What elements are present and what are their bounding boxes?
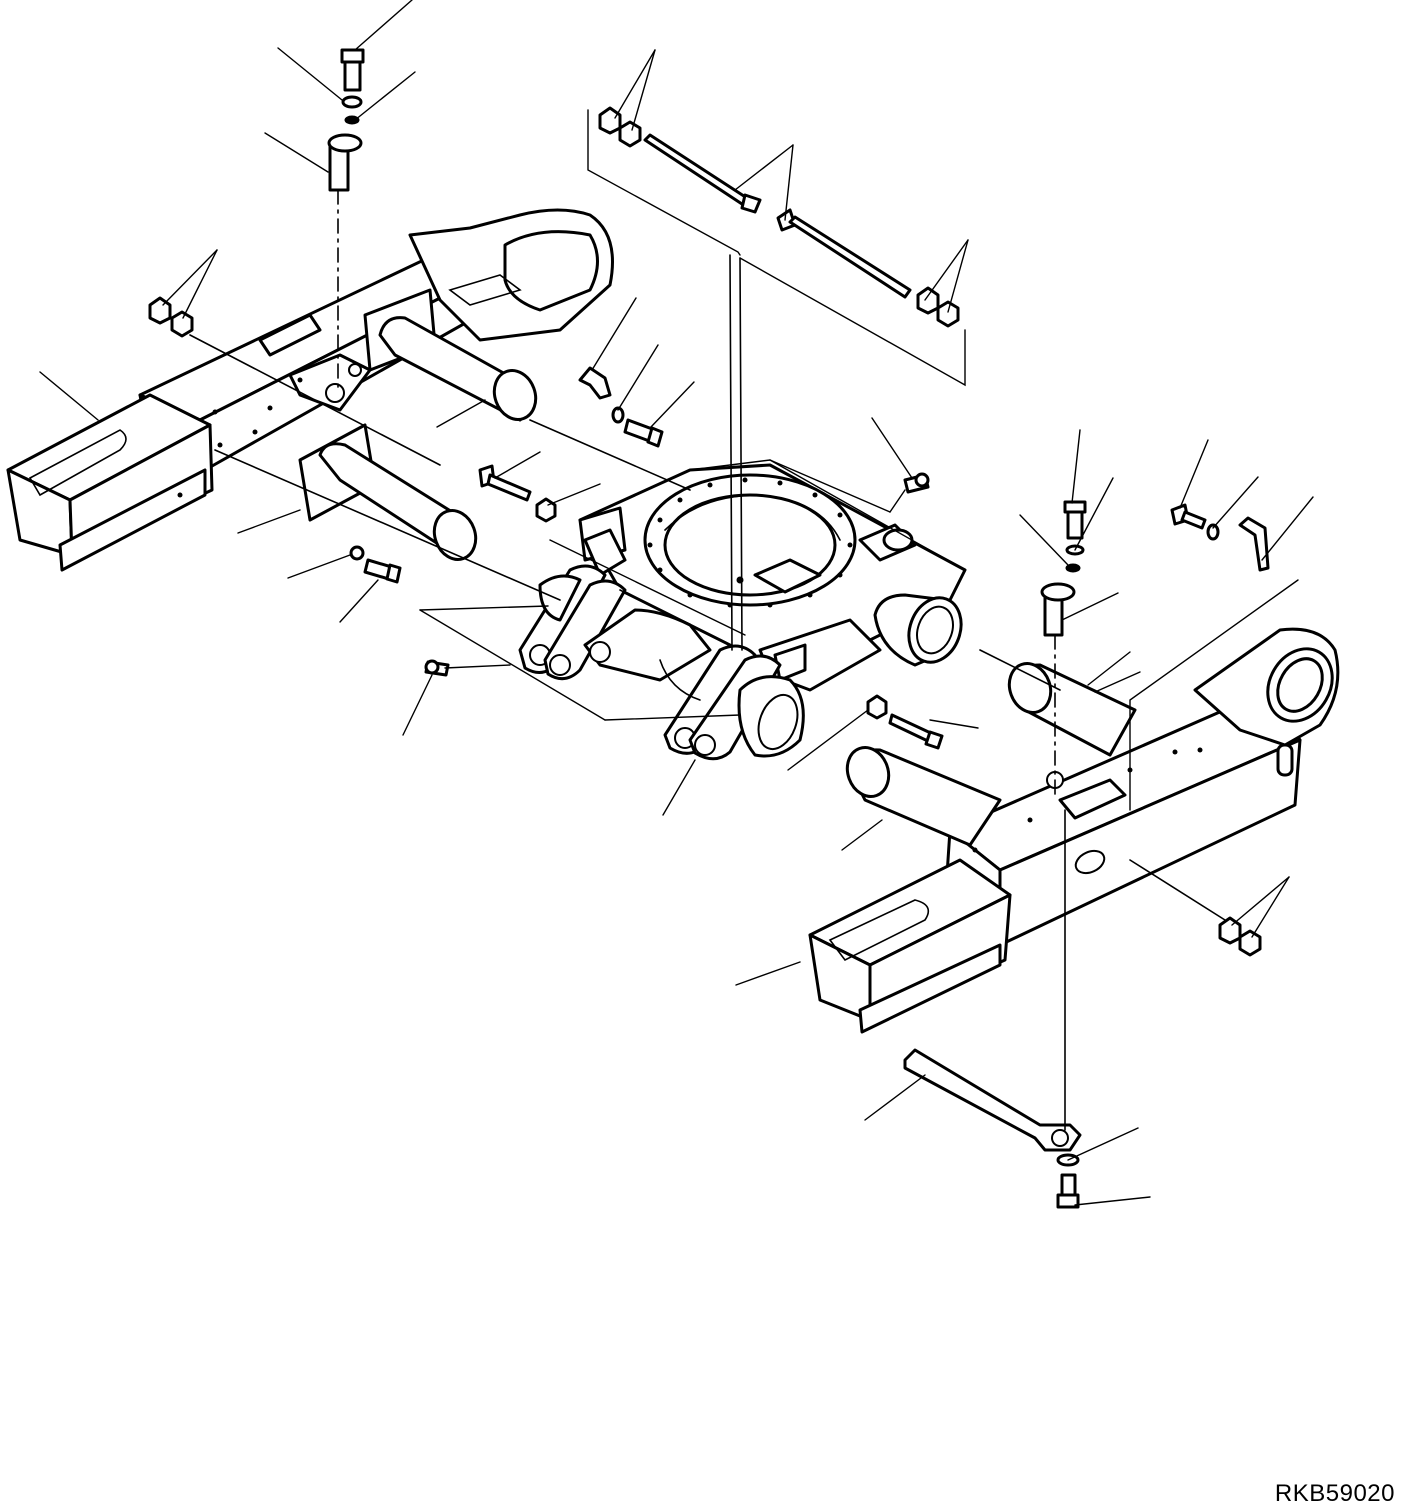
bolt-right-top[interactable] <box>1170 503 1207 530</box>
washer-lower-left[interactable] <box>349 545 365 561</box>
blade-mounting-lugs[interactable] <box>518 564 805 761</box>
nut-pair-lower-right[interactable] <box>1218 916 1262 957</box>
nut-mid-left[interactable] <box>535 497 557 523</box>
washer-right-top[interactable] <box>1206 523 1220 541</box>
center-frame[interactable] <box>578 463 970 692</box>
nut-center-lower[interactable] <box>866 694 888 720</box>
pin-bolt-top-left[interactable] <box>327 48 365 192</box>
long-bolt-1[interactable] <box>643 133 762 214</box>
bottom-strap-plate[interactable] <box>903 1048 1082 1152</box>
grease-fitting-center[interactable] <box>903 472 930 494</box>
bolt-lower-left[interactable] <box>363 558 402 584</box>
nut-pair-top-center[interactable] <box>598 106 642 148</box>
left-track-frame[interactable] <box>6 208 614 572</box>
bolt-mid-left[interactable] <box>478 464 532 502</box>
nut-pair-top-right[interactable] <box>916 286 960 328</box>
washer-center[interactable] <box>611 406 625 424</box>
clip-center[interactable] <box>578 366 612 400</box>
assembly-center-lines <box>189 189 1226 1131</box>
bolt-center-lower[interactable] <box>888 713 944 750</box>
left-front-axle-tube[interactable] <box>298 423 482 565</box>
right-front-axle-tube[interactable] <box>841 742 1002 847</box>
clip-right[interactable] <box>1238 516 1270 572</box>
bolt-center[interactable] <box>623 418 664 448</box>
pin-bolt-right[interactable] <box>1040 500 1087 637</box>
drawing-reference-code: RKB59020 <box>1274 1480 1395 1507</box>
right-track-frame[interactable] <box>808 627 1345 1034</box>
bolt-bottom[interactable] <box>1056 1173 1080 1209</box>
right-rear-axle-tube[interactable] <box>1003 658 1137 757</box>
grease-fitting-left[interactable] <box>424 659 450 677</box>
long-bolt-2[interactable] <box>776 208 912 299</box>
callout-leaders <box>39 0 1314 1206</box>
nut-pair-left[interactable] <box>148 296 194 338</box>
left-rear-axle-tube[interactable] <box>378 316 542 426</box>
